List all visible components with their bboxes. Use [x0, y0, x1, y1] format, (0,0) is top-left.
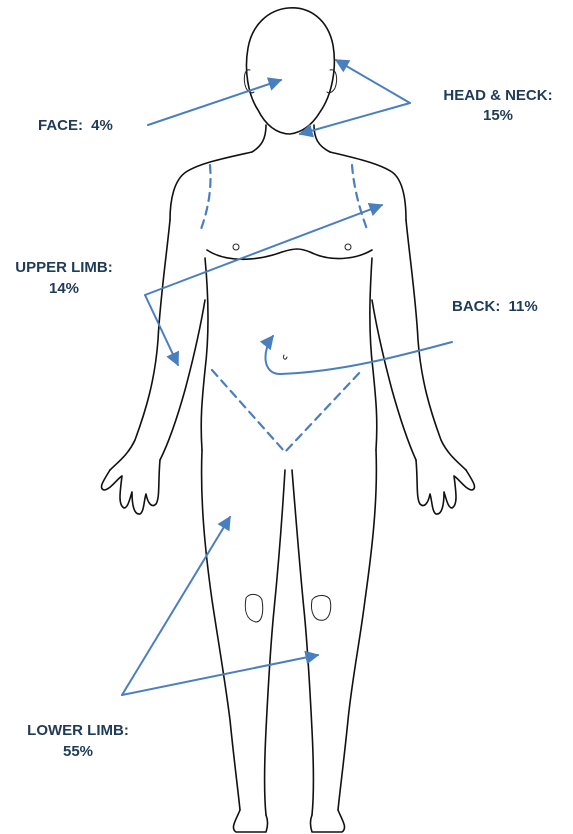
head-neck-arrow-top: [336, 60, 410, 103]
left-arm-outer: [110, 220, 170, 470]
head-outline: [246, 8, 334, 134]
left-knee: [245, 594, 262, 622]
upper-limb-label-value: 14%: [49, 280, 79, 297]
upper-limb-arrow-arm: [145, 295, 178, 365]
torso-left-side: [201, 258, 208, 450]
upper-limb-label-name: UPPER LIMB:: [15, 259, 113, 276]
lower-limb-arrow-thigh: [122, 517, 230, 695]
right-leg-inner: [292, 470, 314, 815]
right-arm-outer: [406, 220, 466, 470]
head-neck-label-name: HEAD & NECK:: [443, 87, 552, 104]
pointer-arrows: [122, 60, 452, 695]
right-knee: [312, 596, 331, 621]
navel: [283, 355, 287, 359]
right-shoulder-dash: [352, 165, 368, 232]
face-arrow: [148, 80, 281, 125]
face-label: FACE: 4%: [38, 117, 113, 134]
left-nipple: [233, 244, 239, 250]
left-leg-inner: [265, 470, 286, 815]
lower-limb-label-name: LOWER LIMB:: [27, 722, 129, 739]
right-foot: [311, 810, 345, 832]
left-arm-inner: [160, 300, 205, 460]
neck-left: [252, 125, 266, 152]
right-leg-outer: [338, 450, 376, 810]
back-label: BACK: 11%: [452, 298, 538, 315]
left-leg-outer: [202, 450, 240, 810]
left-shoulder-dash: [200, 165, 211, 232]
back-arrow: [265, 336, 452, 374]
torso-right-side: [370, 258, 377, 450]
head-neck-label-value: 15%: [483, 107, 513, 124]
region-dashes: [200, 165, 368, 452]
right-nipple: [345, 244, 351, 250]
groin-v-dash: [212, 370, 362, 452]
right-hand: [416, 460, 474, 514]
lower-limb-label-value: 55%: [63, 743, 93, 760]
right-arm-inner: [372, 300, 416, 460]
human-figure-outline: [102, 8, 475, 832]
lower-limb-arrow-shin: [122, 655, 318, 695]
region-labels: FACE: 4% HEAD & NECK: 15% UPPER LIMB: 14…: [15, 87, 552, 760]
left-foot: [233, 810, 267, 832]
left-hand: [102, 460, 160, 514]
chest-line: [207, 249, 372, 259]
